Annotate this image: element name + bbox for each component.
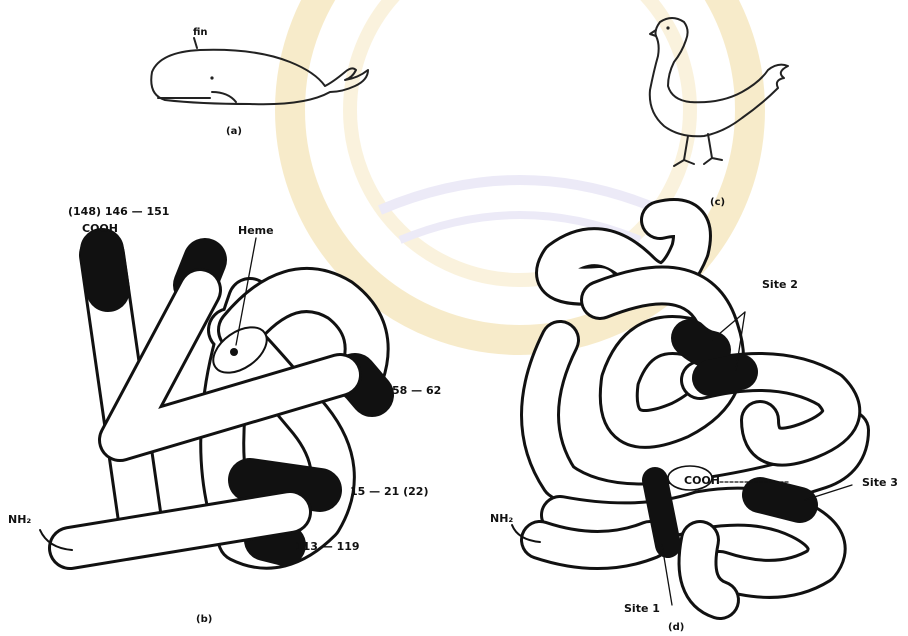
label-cooh-d: COOH bbox=[684, 474, 720, 487]
label-15-21: 15 — 21 (22) bbox=[350, 485, 428, 498]
whale-fin-label: fin bbox=[193, 27, 208, 38]
caption-d: (d) bbox=[668, 622, 684, 633]
label-cooh-b: COOH bbox=[82, 222, 118, 235]
chicken-eye bbox=[666, 26, 669, 29]
label-nh2-b: NH₂ bbox=[8, 513, 31, 526]
label-heme: Heme bbox=[238, 224, 274, 237]
segment-146-151 bbox=[102, 250, 108, 290]
label-nh2-d: NH₂ bbox=[490, 512, 513, 525]
whale-eye bbox=[210, 76, 213, 79]
segment-113-119 bbox=[265, 540, 285, 545]
caption-b: (b) bbox=[196, 614, 212, 625]
site-2-segment-a bbox=[690, 338, 712, 350]
label-146-151: (148) 146 — 151 bbox=[68, 205, 169, 218]
label-site-2: Site 2 bbox=[762, 278, 798, 291]
panel-d-fold bbox=[512, 218, 852, 605]
label-58-62: 58 — 62 bbox=[392, 384, 441, 397]
segment-15-21 bbox=[250, 480, 320, 490]
fold-d-tubes bbox=[540, 218, 850, 600]
site-2-segment-b bbox=[710, 372, 740, 378]
label-site-1: Site 1 bbox=[624, 602, 660, 615]
label-113-119: 113 — 119 bbox=[295, 540, 360, 553]
panel-b-fold bbox=[40, 238, 372, 550]
caption-c: (c) bbox=[710, 197, 725, 208]
caption-a: (a) bbox=[226, 126, 242, 137]
label-site-3: Site 3 bbox=[862, 476, 898, 489]
heme-iron bbox=[230, 348, 238, 356]
site-1-segment bbox=[655, 480, 668, 545]
whale-drawing bbox=[151, 38, 368, 104]
site-3-segment bbox=[760, 495, 800, 505]
